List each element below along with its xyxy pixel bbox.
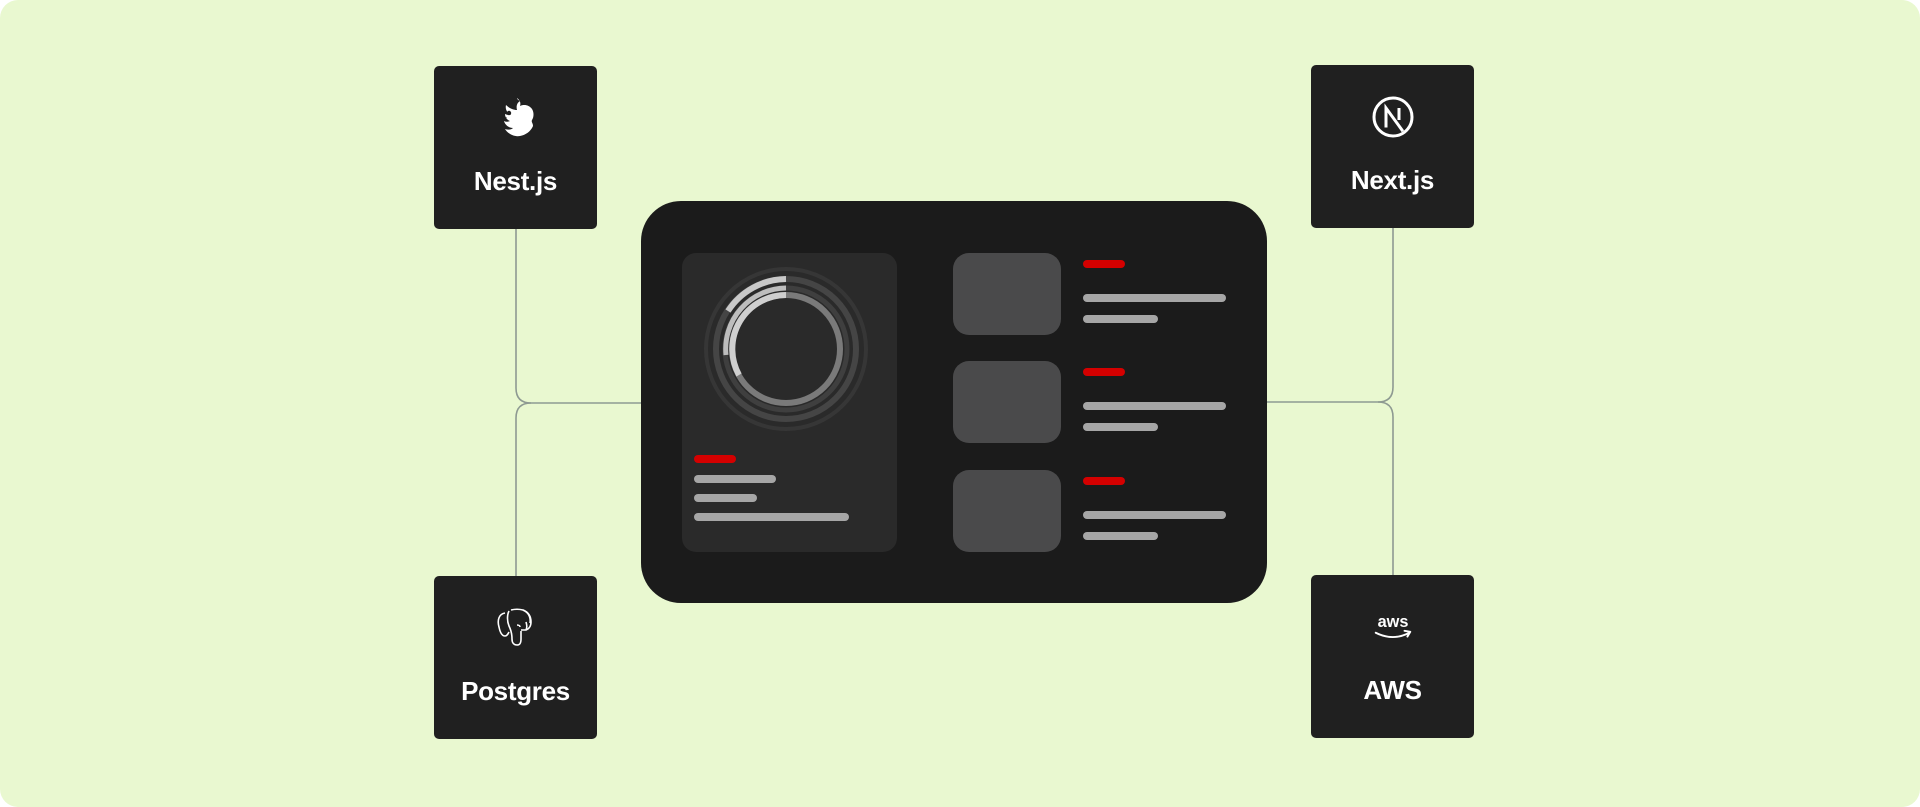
list-item-text-line	[1083, 294, 1226, 302]
aws-card: aws AWS	[1311, 575, 1474, 738]
list-item-thumbnail	[953, 361, 1061, 443]
panel-text-line	[694, 494, 757, 502]
list-item-text-line	[1083, 511, 1226, 519]
nextjs-card: Next.js	[1311, 65, 1474, 228]
list-item-text-line	[1083, 423, 1158, 431]
donut-panel	[682, 253, 897, 552]
list-item-text-line	[1083, 402, 1226, 410]
nestjs-icon	[492, 94, 540, 142]
panel-accent-bar	[694, 455, 736, 463]
aws-label: AWS	[1363, 675, 1422, 705]
nestjs-card: Nest.js	[434, 66, 597, 229]
postgres-icon	[492, 604, 540, 652]
list-item-accent-bar	[1083, 368, 1125, 376]
nextjs-label: Next.js	[1350, 165, 1435, 195]
postgres-label: Postgres	[461, 676, 570, 706]
list-item-thumbnail	[953, 470, 1061, 552]
aws-logo-text: aws	[1377, 613, 1408, 631]
aws-icon: aws	[1369, 603, 1417, 651]
list-item-thumbnail	[953, 253, 1061, 335]
list-item-text-line	[1083, 532, 1158, 540]
nestjs-label: Nest.js	[473, 166, 558, 196]
connector-postgres	[515, 402, 532, 576]
connector-next	[1267, 228, 1394, 403]
donut-chart	[704, 267, 868, 431]
panel-text-line	[694, 475, 776, 483]
connector-nest	[515, 229, 641, 404]
connector-aws	[1377, 401, 1394, 575]
list-item-accent-bar	[1083, 260, 1125, 268]
postgres-card: Postgres	[434, 576, 597, 739]
dashboard-mockup	[641, 201, 1267, 603]
list-item-accent-bar	[1083, 477, 1125, 485]
nextjs-icon	[1369, 93, 1417, 141]
panel-text-line	[694, 513, 849, 521]
list-item-text-line	[1083, 315, 1158, 323]
